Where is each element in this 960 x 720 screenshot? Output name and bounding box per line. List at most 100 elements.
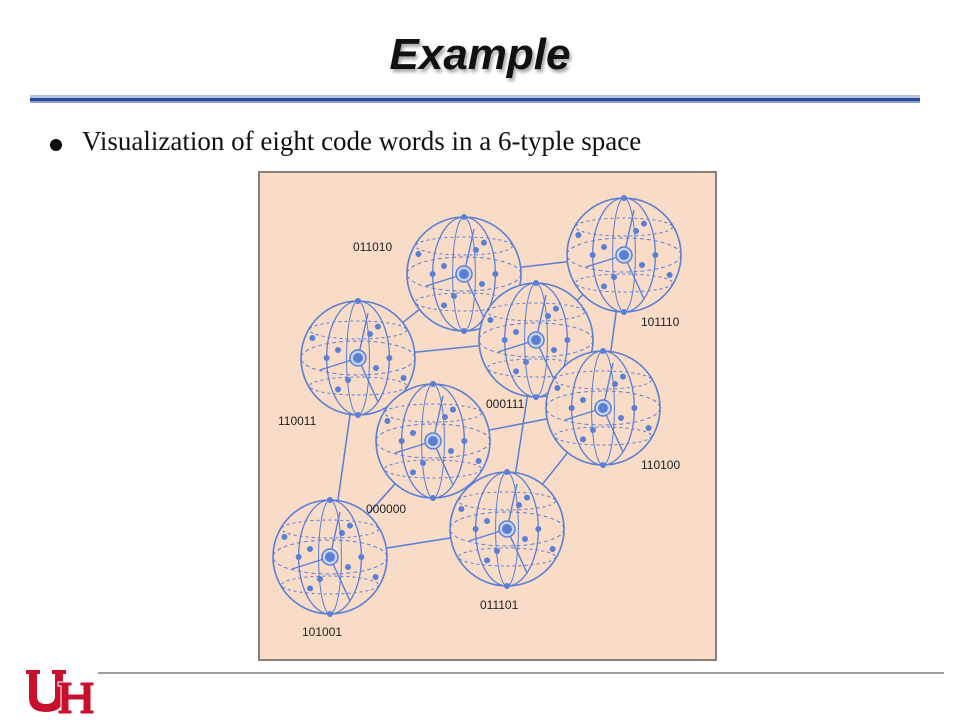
neighbor-point <box>513 329 519 335</box>
codeword-center-point <box>619 250 629 260</box>
codeword-sphere <box>272 497 388 617</box>
codeword-center-point <box>598 403 608 413</box>
neighbor-point <box>600 348 606 354</box>
neighbor-point <box>568 405 575 411</box>
neighbor-point <box>494 548 500 554</box>
neighbor-point <box>410 469 417 476</box>
neighbor-point <box>355 298 361 304</box>
neighbor-point <box>639 262 645 268</box>
neighbor-point <box>374 323 381 330</box>
neighbor-point <box>295 554 302 560</box>
sphere-latitude <box>458 491 556 511</box>
neighbor-point <box>545 313 551 319</box>
sphere-equator <box>478 322 594 358</box>
sphere-latitude <box>487 302 585 322</box>
neighbor-point <box>410 430 416 436</box>
neighbor-point <box>601 283 608 290</box>
neighbor-point <box>575 232 582 239</box>
neighbor-point <box>441 302 448 309</box>
neighbor-point <box>522 536 528 542</box>
sphere-latitude <box>575 217 673 237</box>
neighbor-point <box>535 526 542 532</box>
neighbor-point <box>472 526 479 532</box>
neighbor-point <box>618 415 624 421</box>
codeword-label: 000111 <box>486 397 525 411</box>
neighbor-point <box>451 293 457 299</box>
neighbor-point <box>533 394 539 400</box>
neighbor-point <box>479 281 485 287</box>
codeword-label: 011101 <box>480 598 519 612</box>
sphere-equator <box>375 423 491 459</box>
sphere-equator <box>545 390 661 426</box>
neighbor-point <box>484 518 490 524</box>
codeword-center-point <box>459 269 469 279</box>
neighbor-point <box>621 309 627 315</box>
codeword-label: 110100 <box>641 458 680 472</box>
neighbor-point <box>309 335 316 342</box>
neighbor-point <box>564 337 571 343</box>
neighbor-point <box>307 546 313 552</box>
bullet-text: Visualization of eight code words in a 6… <box>82 126 642 156</box>
neighbor-point <box>461 328 467 334</box>
neighbor-point <box>339 530 345 536</box>
codeword-labels-layer: 011010 101110 110011 000111 000000 110100 1010… <box>278 240 680 639</box>
codeword-label: 101001 <box>302 625 342 639</box>
codeword-label: 110011 <box>278 414 317 428</box>
codeword-spheres-figure: 011010 101110 110011 000111 000000 110100 1010… <box>258 171 717 661</box>
neighbor-point <box>415 251 422 258</box>
sphere-latitude <box>575 273 673 293</box>
neighbor-point <box>631 405 638 411</box>
sphere-latitude <box>384 459 482 479</box>
codeword-label: 011010 <box>353 240 392 254</box>
neighbor-point <box>317 576 323 582</box>
neighbor-point <box>430 495 436 501</box>
neighbor-point <box>484 557 491 564</box>
sphere-equator <box>566 237 682 273</box>
neighbor-point <box>367 331 373 337</box>
neighbor-point <box>504 583 510 589</box>
codeword-label: 000000 <box>366 502 406 516</box>
uh-logo <box>26 670 95 715</box>
neighbor-point <box>551 347 557 353</box>
neighbor-point <box>345 377 351 383</box>
neighbor-point <box>458 506 465 513</box>
neighbor-point <box>345 564 351 570</box>
neighbor-point <box>487 317 494 324</box>
sphere-equator <box>272 539 388 575</box>
sphere-latitude <box>554 370 652 390</box>
neighbor-point <box>327 611 333 617</box>
sphere-equator <box>300 340 416 376</box>
neighbor-point <box>323 355 330 361</box>
neighbor-point <box>523 359 529 365</box>
sphere-latitude <box>415 236 513 256</box>
sphere-latitude <box>281 575 379 595</box>
neighbor-point <box>335 347 341 353</box>
sphere-latitude <box>458 547 556 567</box>
sphere-equator <box>406 256 522 292</box>
neighbor-point <box>373 365 379 371</box>
neighbor-point <box>281 534 288 541</box>
codeword-center-point <box>428 436 438 446</box>
neighbor-point <box>612 381 618 387</box>
neighbor-point <box>480 239 487 246</box>
neighbor-point <box>335 386 342 393</box>
neighbor-point <box>640 220 647 227</box>
neighbor-point <box>346 522 353 529</box>
sphere-latitude <box>309 320 407 340</box>
codeword-label: 101110 <box>641 315 680 329</box>
sphere-equator <box>449 511 565 547</box>
neighbor-point <box>619 373 626 380</box>
neighbor-point <box>633 228 639 234</box>
codeword-center-point <box>353 353 363 363</box>
neighbor-point <box>549 545 556 552</box>
neighbor-point <box>461 214 467 220</box>
codeword-center-point <box>502 524 512 534</box>
neighbor-point <box>666 271 673 278</box>
neighbor-point <box>400 374 407 381</box>
codeword-sphere <box>566 195 682 315</box>
title-underline <box>30 95 920 103</box>
codeword-sphere <box>545 348 661 468</box>
neighbor-point <box>327 497 333 503</box>
neighbor-point <box>398 438 405 444</box>
neighbor-point <box>355 412 361 418</box>
